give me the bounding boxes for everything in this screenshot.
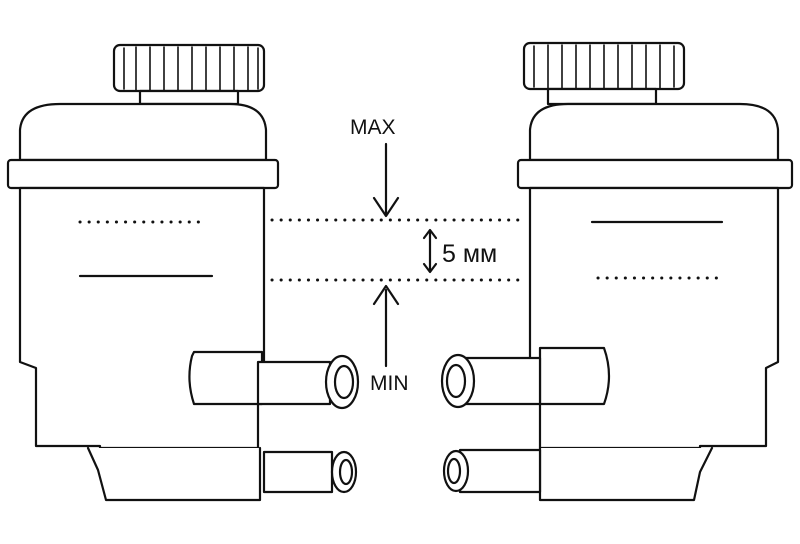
left-reservoir — [6, 43, 360, 502]
min-arrow — [372, 284, 400, 368]
left-reservoir-upper-nozzle — [188, 350, 360, 410]
right-reservoir — [440, 41, 794, 502]
min-label: MIN — [370, 372, 409, 395]
left-reservoir-shoulder — [18, 102, 268, 162]
left-reservoir-base — [86, 446, 262, 502]
left-reservoir-lower-nozzle — [262, 450, 358, 494]
level-indicators: MAX MIN 5 мм — [270, 116, 526, 395]
right-reservoir-cap — [522, 41, 686, 106]
left-reservoir-collar — [6, 158, 280, 190]
right-reservoir-collar — [516, 158, 794, 190]
distance-label: 5 мм — [442, 240, 497, 268]
left-reservoir-body — [18, 186, 266, 450]
right-reservoir-base — [538, 446, 714, 502]
right-reservoir-body — [528, 186, 780, 450]
left-reservoir-cap — [112, 43, 266, 106]
right-reservoir-lower-nozzle — [442, 448, 542, 494]
distance-arrow — [422, 228, 438, 274]
right-reservoir-upper-nozzle — [440, 346, 611, 409]
max-arrow — [372, 142, 400, 218]
right-reservoir-shoulder — [528, 102, 780, 162]
max-label: MAX — [350, 116, 396, 139]
